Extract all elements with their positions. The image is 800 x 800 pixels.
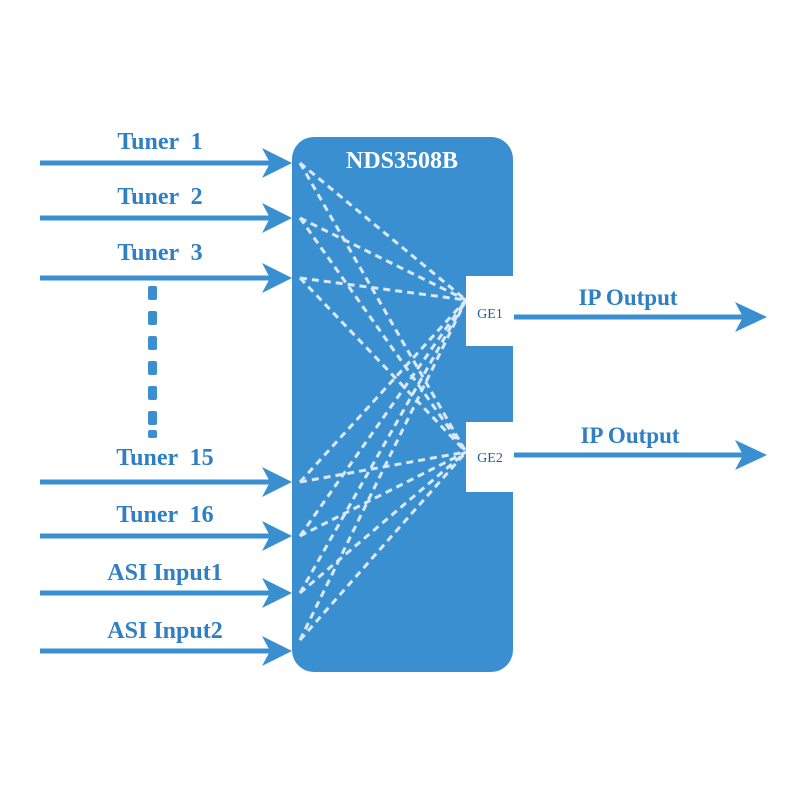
routing-line (298, 276, 468, 454)
ge2-label: GE2 (477, 451, 503, 466)
routing-line (299, 450, 467, 595)
routing-line (299, 276, 467, 302)
input-arrow-tuner-16 (40, 521, 292, 551)
routing-line (298, 299, 468, 537)
routing-line (298, 299, 468, 641)
routing-line (298, 451, 468, 641)
input-label-tuner-15: Tuner 15 (116, 445, 213, 471)
ellipsis-dots (148, 286, 157, 438)
output-arrow-ge2 (514, 440, 767, 470)
routing-line (298, 298, 468, 484)
routing-line (299, 216, 467, 302)
input-label-asi-1: ASI Input1 (107, 560, 222, 586)
output-label-ge2: IP Output (580, 423, 679, 448)
input-label-tuner-1: Tuner 1 (117, 129, 202, 155)
input-label-tuner-16: Tuner 16 (116, 502, 213, 528)
routing-line (298, 162, 468, 453)
input-arrow-tuner-3 (40, 263, 292, 293)
routing-line (298, 299, 468, 594)
routing-lines (298, 161, 468, 641)
input-label-tuner-2: Tuner 2 (117, 184, 202, 210)
input-arrow-asi-1 (40, 578, 292, 608)
device-title: NDS3508B (346, 148, 458, 174)
input-arrow-tuner-1 (40, 148, 292, 178)
input-arrow-tuner-2 (40, 203, 292, 233)
output-label-ge1: IP Output (578, 285, 677, 310)
input-arrow-tuner-15 (40, 467, 292, 497)
input-label-tuner-3: Tuner 3 (117, 240, 202, 266)
routing-line (299, 450, 467, 484)
input-label-asi-2: ASI Input2 (107, 618, 222, 644)
device-box (292, 137, 513, 672)
input-arrow-asi-2 (40, 636, 292, 666)
ge2-port (466, 422, 514, 492)
output-arrow-ge1 (514, 302, 767, 332)
ge1-port (466, 276, 514, 346)
ge1-label: GE1 (477, 307, 503, 322)
